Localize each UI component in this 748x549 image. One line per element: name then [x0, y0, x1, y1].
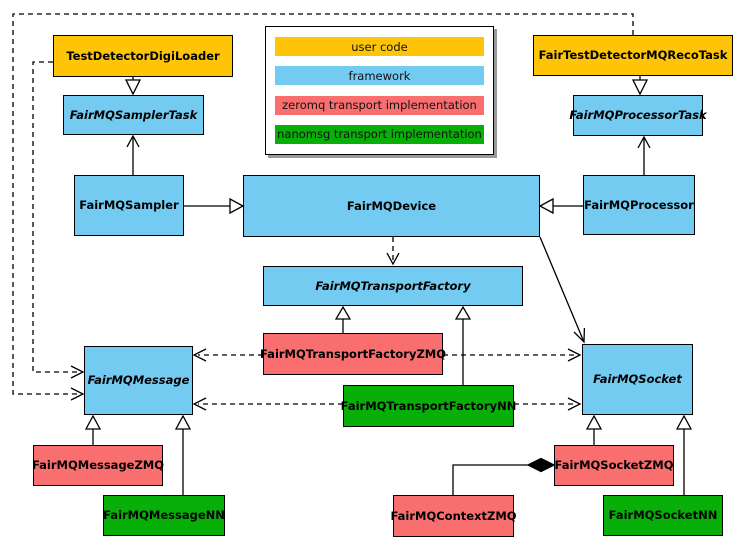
inheritance-socketnn-to-socket	[675, 414, 693, 495]
legend: user code framework zeromq transport imp…	[265, 26, 494, 155]
node-fairmqtransportfactory: FairMQTransportFactory	[263, 266, 523, 306]
node-fairmqprocessortask: FairMQProcessorTask	[569, 95, 707, 136]
dependency-factoryzmq-to-socket	[443, 348, 582, 362]
dependency-recotask-to-message	[12, 13, 634, 401]
dependency-factoryzmq-to-message	[192, 348, 263, 362]
inheritance-messagenn-to-message	[174, 414, 192, 495]
inheritance-processor-to-device	[538, 197, 583, 215]
node-fairmqtransportfactoryzmq: FairMQTransportFactoryZMQ	[260, 333, 446, 375]
node-fairmqmessagenn: FairMQMessageNN	[103, 495, 225, 536]
inheritance-factoryzmq-to-factory	[334, 305, 352, 333]
node-fairmqsocketnn: FairMQSocketNN	[603, 495, 723, 536]
inheritance-recotask-to-processortask	[631, 76, 649, 96]
association-sampler-to-samplertask	[126, 134, 140, 175]
node-fairmqmessagezmq: FairMQMessageZMQ	[32, 445, 164, 486]
legend-item-nanomsg: nanomsg transport implementation	[275, 124, 484, 144]
node-testdetectordigiloader: TestDetectorDigiLoader	[53, 35, 233, 77]
inheritance-messagezmq-to-message	[84, 414, 102, 445]
node-fairmqdevice: FairMQDevice	[243, 175, 540, 237]
legend-item-zeromq: zeromq transport implementation	[275, 95, 484, 115]
association-device-to-socket	[539, 236, 586, 344]
node-fairtestdetectormqrecotask: FairTestDetectorMQRecoTask	[533, 35, 733, 76]
dependency-factorynn-to-message	[192, 397, 343, 411]
inheritance-factorynn-to-factory	[454, 305, 472, 385]
node-fairmqsocket: FairMQSocket	[582, 344, 693, 415]
inheritance-socketzmq-to-socket	[585, 414, 603, 445]
node-fairmqmessage: FairMQMessage	[84, 346, 193, 415]
node-fairmqcontextzmq: FairMQContextZMQ	[390, 495, 517, 537]
legend-item-user-code: user code	[275, 37, 484, 56]
composition-contextzmq-to-socketzmq	[452, 457, 556, 495]
node-fairmqprocessor: FairMQProcessor	[583, 175, 695, 235]
association-processor-to-processortask	[637, 135, 651, 175]
node-fairmqtransportfactorynn: FairMQTransportFactoryNN	[341, 385, 516, 427]
node-fairmqsampler: FairMQSampler	[74, 175, 184, 236]
dependency-digiloader-to-message	[32, 61, 85, 379]
dependency-device-to-factory	[386, 237, 400, 266]
legend-item-framework: framework	[275, 66, 484, 86]
node-fairmqsocketzmq: FairMQSocketZMQ	[554, 445, 674, 486]
inheritance-sampler-to-device	[184, 197, 245, 215]
inheritance-digiloader-to-samplertask	[124, 77, 142, 96]
dependency-factorynn-to-socket	[514, 397, 582, 411]
node-fairmqsamplertask: FairMQSamplerTask	[63, 95, 204, 135]
